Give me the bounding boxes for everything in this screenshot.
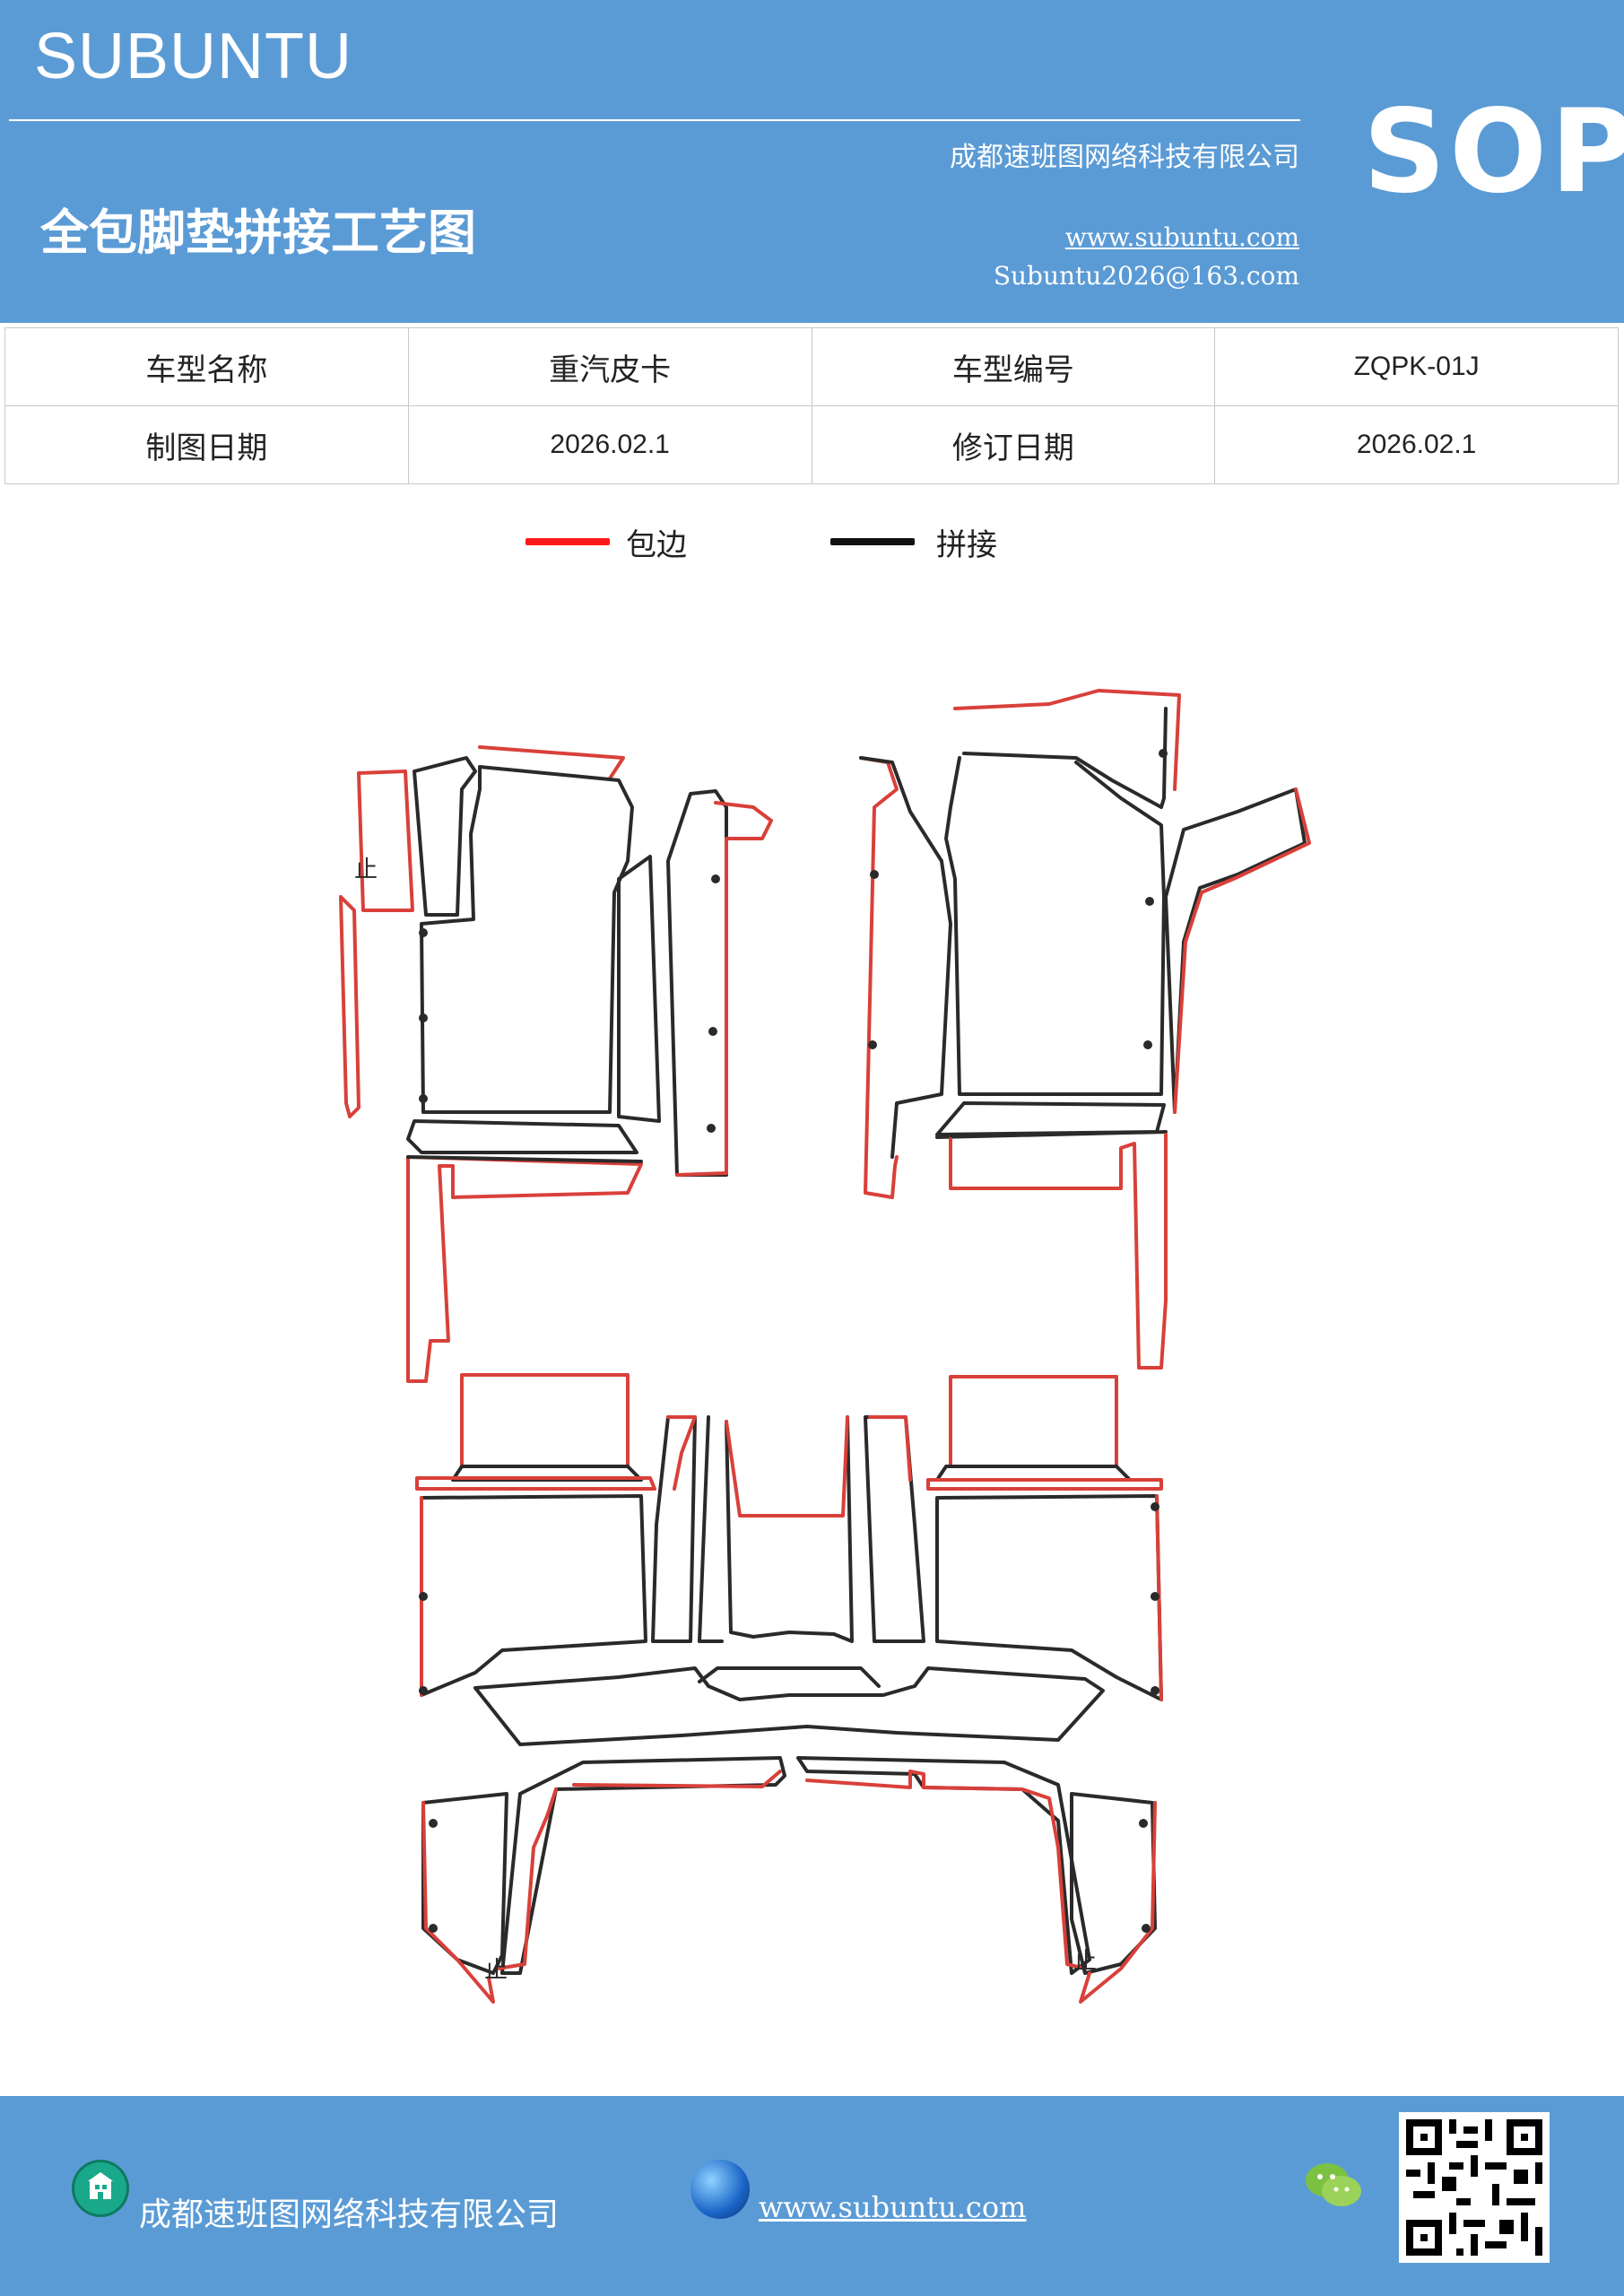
rivet-dots — [419, 749, 1168, 1933]
legend-swatch-edge — [525, 538, 610, 545]
footer-banner: 成都速班图网络科技有限公司 www.subuntu.com — [0, 2096, 1624, 2296]
label-revision-date: 修订日期 — [811, 405, 1216, 484]
document-title: 全包脚垫拼接工艺图 — [40, 204, 476, 261]
legend: 包边 拼接 — [0, 520, 1624, 574]
stop-marker: 止 — [484, 1957, 508, 1984]
value-draw-date: 2026.02.1 — [407, 405, 812, 484]
sop-label: SOP — [1363, 85, 1624, 219]
stop-marker: 止 — [1073, 1948, 1097, 1975]
rear-bottom-mats: 止 止 — [421, 1756, 1157, 2004]
table-row: 制图日期 2026.02.1 修订日期 2026.02.1 — [4, 405, 1619, 484]
website-link[interactable]: www.subuntu.com — [1064, 222, 1299, 252]
value-revision-date: 2026.02.1 — [1214, 405, 1619, 484]
qr-code — [1399, 2112, 1550, 2263]
floor-mat-diagram: 止 — [339, 689, 1311, 2004]
email-address: Subuntu2026@163.com — [993, 261, 1299, 291]
label-draw-date: 制图日期 — [4, 405, 409, 484]
legend-swatch-seam — [830, 538, 915, 545]
footer-website-link[interactable]: www.subuntu.com — [759, 2190, 1027, 2224]
legend-label-edge: 包边 — [626, 527, 687, 563]
front-left-mat: 止 — [339, 745, 773, 1383]
building-icon — [72, 2160, 129, 2217]
company-name: 成都速班图网络科技有限公司 — [950, 142, 1299, 173]
vehicle-info-table: 车型名称 重汽皮卡 车型编号 ZQPK-01J 制图日期 2026.02.1 修… — [4, 327, 1619, 484]
brand-logo-text: SUBUNTU — [34, 21, 353, 92]
legend-label-seam: 拼接 — [936, 527, 997, 563]
value-model-name: 重汽皮卡 — [407, 327, 812, 406]
footer-company-name: 成都速班图网络科技有限公司 — [139, 2196, 560, 2233]
front-right-mat — [859, 689, 1311, 1370]
label-model-name: 车型名称 — [4, 327, 409, 406]
wechat-icon[interactable] — [1302, 2159, 1365, 2213]
value-model-code: ZQPK-01J — [1214, 327, 1619, 406]
label-model-code: 车型编号 — [811, 327, 1216, 406]
header-divider — [9, 119, 1300, 121]
stop-marker: 止 — [354, 857, 378, 883]
rear-mats — [415, 1373, 1163, 1746]
table-row: 车型名称 重汽皮卡 车型编号 ZQPK-01J — [4, 327, 1619, 406]
header-banner: SUBUNTU SOP 成都速班图网络科技有限公司 全包脚垫拼接工艺图 www.… — [0, 0, 1624, 323]
globe-icon — [690, 2160, 750, 2219]
